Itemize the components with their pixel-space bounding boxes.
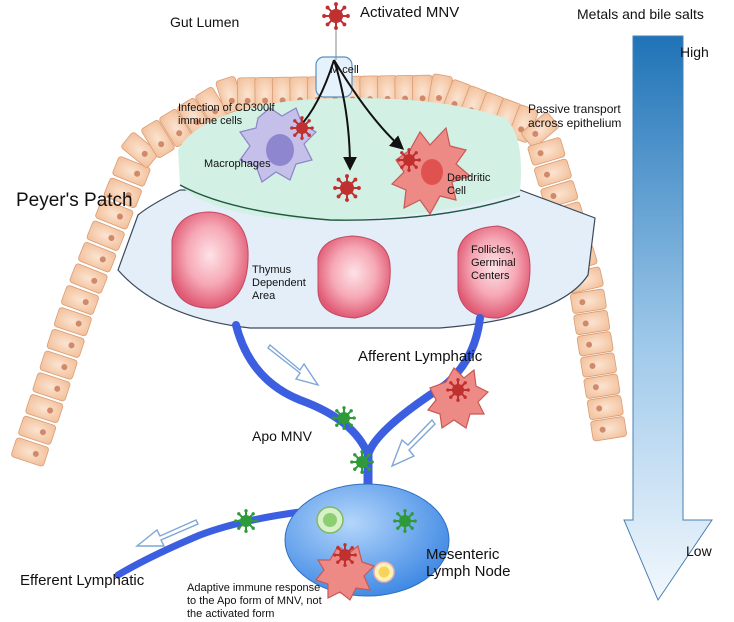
epithelial-cell — [521, 112, 559, 148]
virus-icon — [333, 543, 357, 567]
virus-icon — [333, 174, 361, 202]
epithelial-cell — [25, 394, 64, 423]
adaptive-response-label: Adaptive immune response to the Apo form… — [187, 582, 322, 620]
virus-icon — [322, 2, 350, 30]
epithelial-cell — [78, 242, 117, 273]
apo-mnv-label: Apo MNV — [252, 428, 312, 444]
gradient-low-label: Low — [686, 543, 712, 559]
epithelial-cell — [11, 437, 49, 467]
epithelial-cell — [576, 331, 614, 357]
mesenteric-lymph-node — [284, 483, 450, 597]
peyers-patch-label: Peyer's Patch — [16, 190, 133, 211]
flow-arrow-icon — [390, 418, 436, 468]
virus-icon — [234, 509, 258, 533]
gradient-high-label: High — [680, 44, 709, 60]
virus-icon — [393, 509, 417, 533]
follicle-center — [317, 235, 391, 319]
lymphocyte-icon — [373, 561, 395, 583]
epithelial-cell — [570, 288, 607, 314]
gut-lumen-label: Gut Lumen — [170, 14, 240, 30]
dendritic-cell-label: Dendritic Cell — [447, 172, 491, 197]
epithelial-cell — [86, 220, 125, 251]
epithelial-cell — [590, 416, 627, 442]
intestinal-epithelium — [11, 73, 627, 467]
dome-boundary-line — [179, 184, 521, 221]
epithelial-cell — [61, 285, 99, 315]
virus-icon — [446, 378, 470, 402]
epithelial-cell — [112, 156, 151, 187]
epithelial-cell — [39, 350, 78, 380]
afferent-lymphatic-vessel-left — [232, 321, 372, 459]
epithelial-cell — [580, 352, 617, 378]
mesenteric-lymph-node-label: Mesenteric Lymph Node — [426, 546, 511, 580]
epithelial-cell — [32, 372, 71, 402]
passive-transport-label: Passive transport across epithelium — [528, 102, 622, 130]
epithelial-cell — [121, 132, 159, 168]
epithelial-cell — [527, 137, 566, 166]
virus-particles — [234, 2, 470, 567]
flow-arrow-icon — [267, 343, 320, 387]
virus-icon — [397, 148, 421, 172]
epithelial-cell — [69, 263, 108, 294]
infection-label: Infection of CD300lf immune cells — [178, 102, 275, 127]
virus-icon — [332, 406, 356, 430]
efferent-lymphatic-label: Efferent Lymphatic — [20, 572, 145, 589]
epithelial-cell — [573, 309, 611, 336]
virus-icon — [350, 450, 374, 474]
follicle-left — [171, 211, 249, 309]
epithelial-cell — [53, 307, 92, 337]
m-cell-label: M cell — [330, 64, 359, 76]
dendritic-cell-icon — [390, 126, 472, 216]
epithelial-cell — [18, 415, 57, 445]
gradient-title: Metals and bile salts — [577, 6, 704, 22]
epithelial-cell — [583, 373, 621, 399]
dendritic-cell-icon — [314, 544, 376, 601]
follicles-label: Follicles, Germinal Centers — [471, 244, 516, 282]
thymus-area-label: Thymus Dependent Area — [252, 264, 306, 302]
follicle-right — [457, 225, 531, 319]
epithelial-cell — [586, 394, 624, 421]
lymphocyte-icon — [316, 506, 344, 534]
epithelial-cell — [534, 158, 572, 187]
flow-arrow-icon — [135, 519, 199, 547]
efferent-lymphatic-vessel — [114, 508, 304, 579]
epithelial-cell — [103, 177, 142, 208]
gradient-arrow-icon — [623, 35, 713, 602]
epithelial-cell — [95, 199, 134, 230]
activated-mnv-label: Activated MNV — [360, 4, 460, 21]
virus-icon — [290, 116, 314, 140]
afferent-lymphatic-label: Afferent Lymphatic — [358, 348, 483, 365]
macrophages-label: Macrophages — [204, 158, 271, 170]
epithelial-cell — [46, 329, 85, 358]
epithelial-cell — [141, 120, 175, 158]
